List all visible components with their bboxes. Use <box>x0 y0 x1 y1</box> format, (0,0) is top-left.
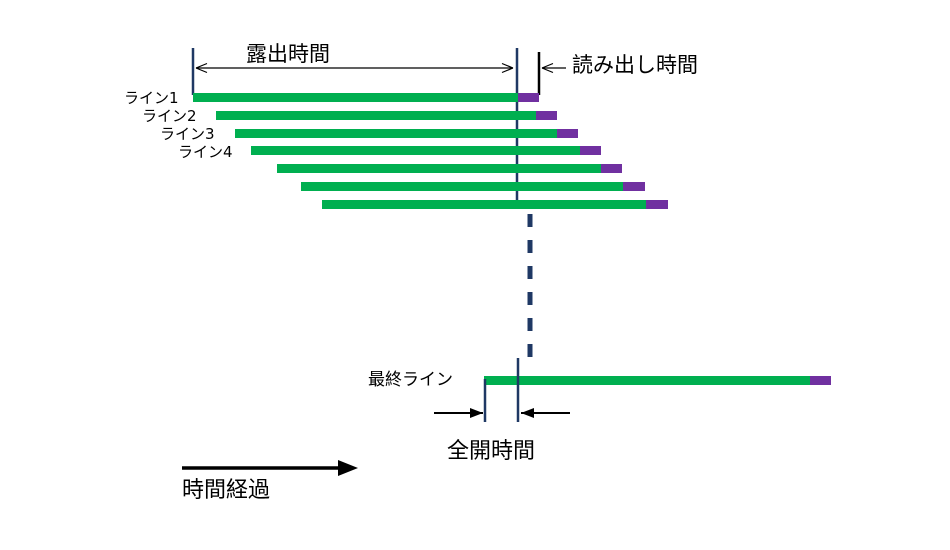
time-elapsed-arrow <box>182 460 358 476</box>
readout-segment <box>601 164 622 173</box>
exposure-time-label: 露出時間 <box>246 42 330 66</box>
exposure-segment <box>301 182 623 191</box>
readout-segment <box>518 93 539 102</box>
readout-segment <box>623 182 645 191</box>
line-label-1: ライン1 <box>124 89 179 107</box>
exposure-segment <box>235 129 557 138</box>
exposure-segment <box>193 93 518 102</box>
bar-row <box>235 129 578 138</box>
time-elapsed-label: 時間経過 <box>182 478 271 503</box>
full-open-left-arrow <box>434 408 483 418</box>
readout-segment <box>810 376 831 385</box>
line-label-4: ライン4 <box>178 143 233 161</box>
line-label-2: ライン2 <box>142 107 197 125</box>
exposure-segment <box>484 376 810 385</box>
exposure-time-arrow <box>195 62 514 74</box>
bar-row <box>301 182 645 191</box>
exposure-segment <box>277 164 601 173</box>
readout-segment <box>646 200 668 209</box>
readout-time-arrow <box>541 62 566 74</box>
full-open-right-arrow <box>521 408 570 418</box>
exposure-segment <box>322 200 646 209</box>
exposure-segment <box>251 146 580 155</box>
exposure-bars-group <box>193 93 668 209</box>
bar-row <box>193 93 539 102</box>
bar-row <box>251 146 601 155</box>
line-label-3: ライン3 <box>160 125 215 143</box>
readout-segment <box>557 129 578 138</box>
final-line-label: 最終ライン <box>368 370 453 390</box>
full-open-time-label: 全開時間 <box>447 439 536 464</box>
readout-segment <box>536 111 557 120</box>
readout-segment <box>580 146 601 155</box>
bar-row <box>322 200 668 209</box>
bar-row <box>216 111 557 120</box>
readout-time-label: 読み出し時間 <box>572 53 698 77</box>
final-line-row <box>484 376 831 385</box>
exposure-segment <box>216 111 536 120</box>
bar-row <box>277 164 622 173</box>
